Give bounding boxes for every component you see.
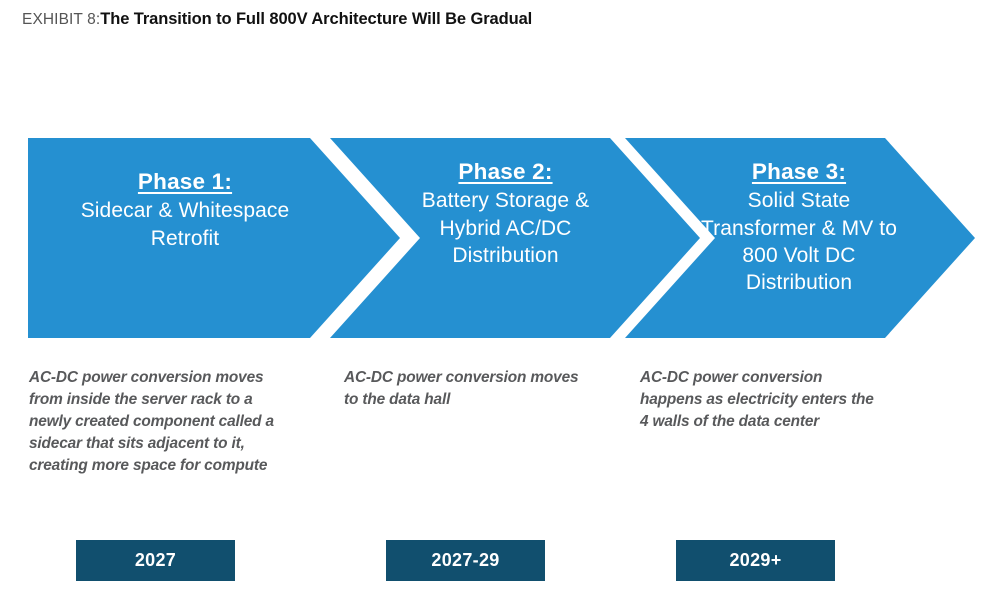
phase-2-caption: AC-DC power conversion moves to the data… [344, 369, 579, 409]
page-title: EXHIBIT 8:The Transition to Full 800V Ar… [22, 10, 532, 29]
phase-3-year-badge[interactable]: 2029+ [676, 540, 835, 581]
phase-3-caption: AC-DC power conversion happens as electr… [640, 369, 874, 431]
phase-1-label: Phase 1: Sidecar & Whitespace Retrofit [60, 167, 310, 252]
phase-2-body: Battery Storage & Hybrid AC/DC Distribut… [421, 189, 590, 267]
phase-1-heading: Phase 1: [137, 169, 233, 194]
phase-3-label: Phase 3: Solid State Transformer & MV to… [700, 157, 898, 296]
phase-3-body: Solid State Transformer & MV to 800 Volt… [701, 189, 897, 295]
phase-2-year-badge[interactable]: 2027-29 [386, 540, 545, 581]
phase-1-caption: AC-DC power conversion moves from inside… [29, 369, 274, 475]
phase-3-heading: Phase 3: [751, 159, 847, 184]
phase-2-label: Phase 2: Battery Storage & Hybrid AC/DC … [408, 157, 603, 269]
phase-2-heading: Phase 2: [458, 159, 553, 184]
exhibit-label: EXHIBIT 8: [22, 11, 101, 28]
phase-1-body: Sidecar & Whitespace Retrofit [80, 199, 290, 250]
phase-1-year-badge[interactable]: 2027 [76, 540, 235, 581]
exhibit-title-text: The Transition to Full 800V Architecture… [100, 10, 533, 28]
